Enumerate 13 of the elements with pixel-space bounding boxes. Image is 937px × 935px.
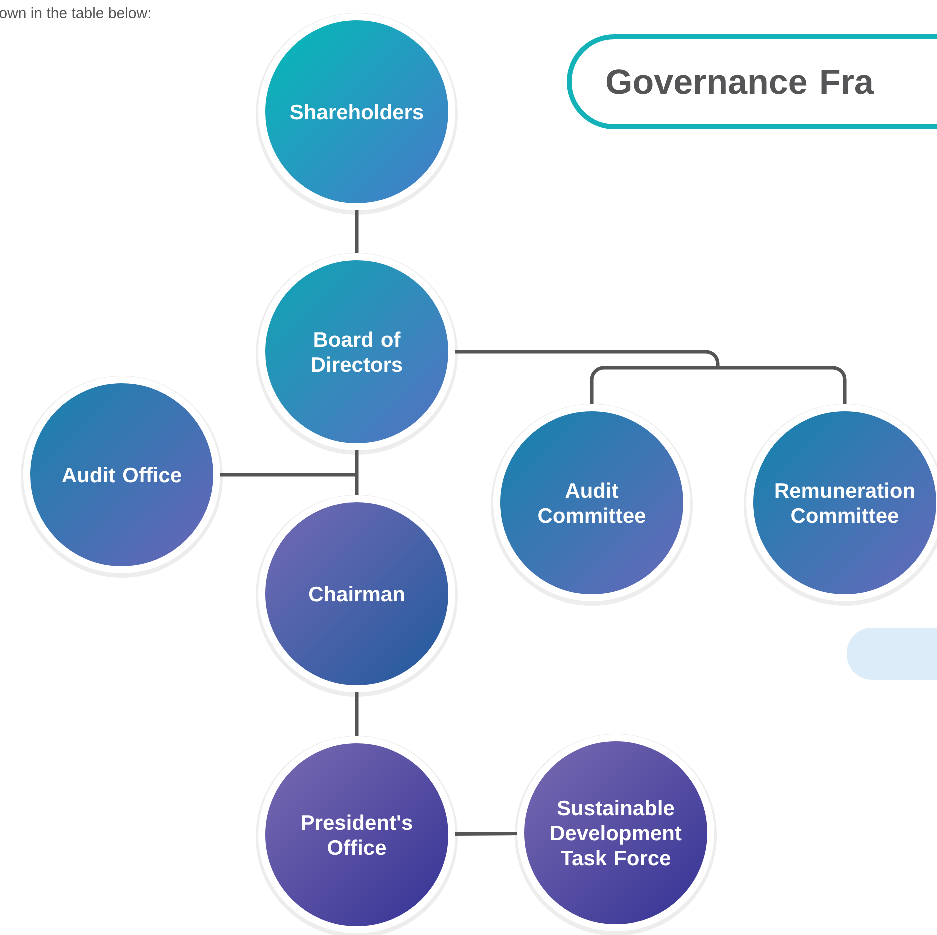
connector-line [590, 366, 718, 404]
connector-line [355, 210, 359, 254]
circle-node: President's Office [256, 736, 458, 935]
title-box: Governance Fra [567, 34, 937, 130]
intro-text: own in the table below: [0, 8, 150, 18]
connector-line [355, 475, 359, 496]
connector-line [718, 366, 847, 404]
connector-line [456, 350, 720, 368]
connector-line [355, 450, 359, 475]
connector-line [355, 692, 359, 736]
circle-node: Audit Committee [491, 404, 693, 606]
connector-line [220, 473, 357, 477]
connector-line [455, 832, 518, 836]
